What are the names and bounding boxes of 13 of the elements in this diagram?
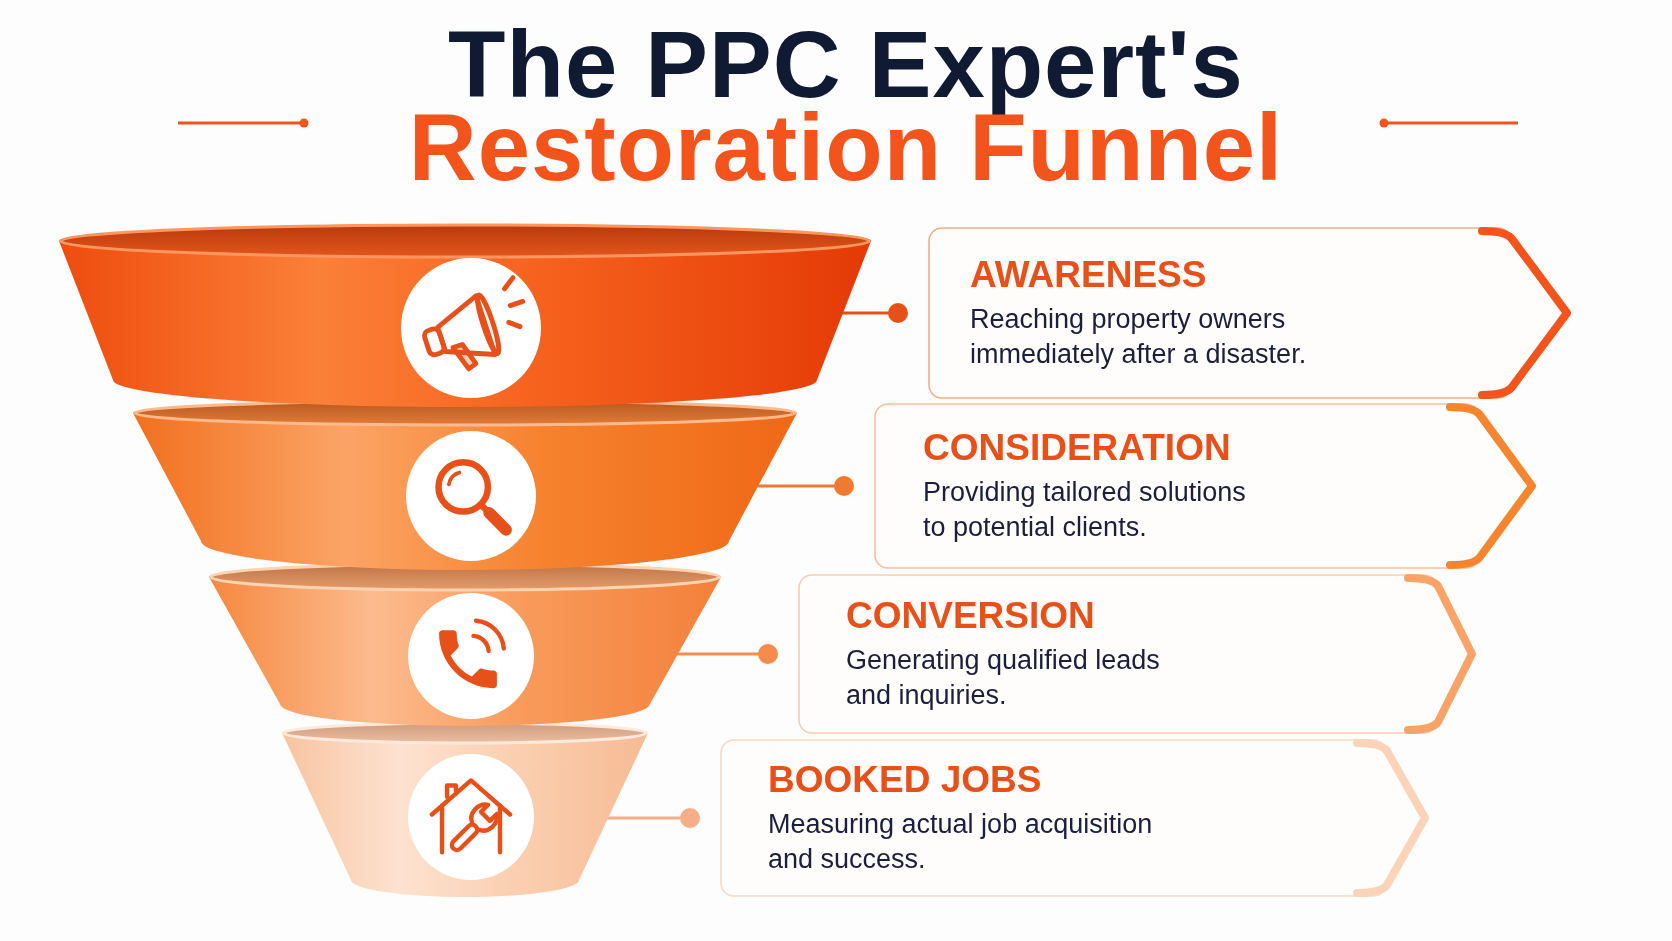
stage-card: [798, 574, 1478, 734]
title: The PPC Expert's Restoration Funnel: [407, 23, 1285, 189]
stage-title: AWARENESS: [970, 254, 1207, 296]
stage-description: Measuring actual job acquisition and success.: [768, 808, 1154, 876]
stage-description: Generating qualified leads and inquiries.: [846, 644, 1161, 712]
stage-card: [874, 403, 1538, 569]
stage-title: CONVERSION: [846, 595, 1095, 637]
stage-title: CONSIDERATION: [923, 427, 1231, 469]
stage-card: [720, 739, 1431, 897]
stage-description: Reaching property owners immediately after a disaster.: [970, 303, 1308, 371]
stage-description: Providing tailored solutions to potential clients.: [923, 476, 1247, 544]
stage-title: BOOKED JOBS: [768, 759, 1042, 801]
stage-card: [928, 227, 1573, 399]
